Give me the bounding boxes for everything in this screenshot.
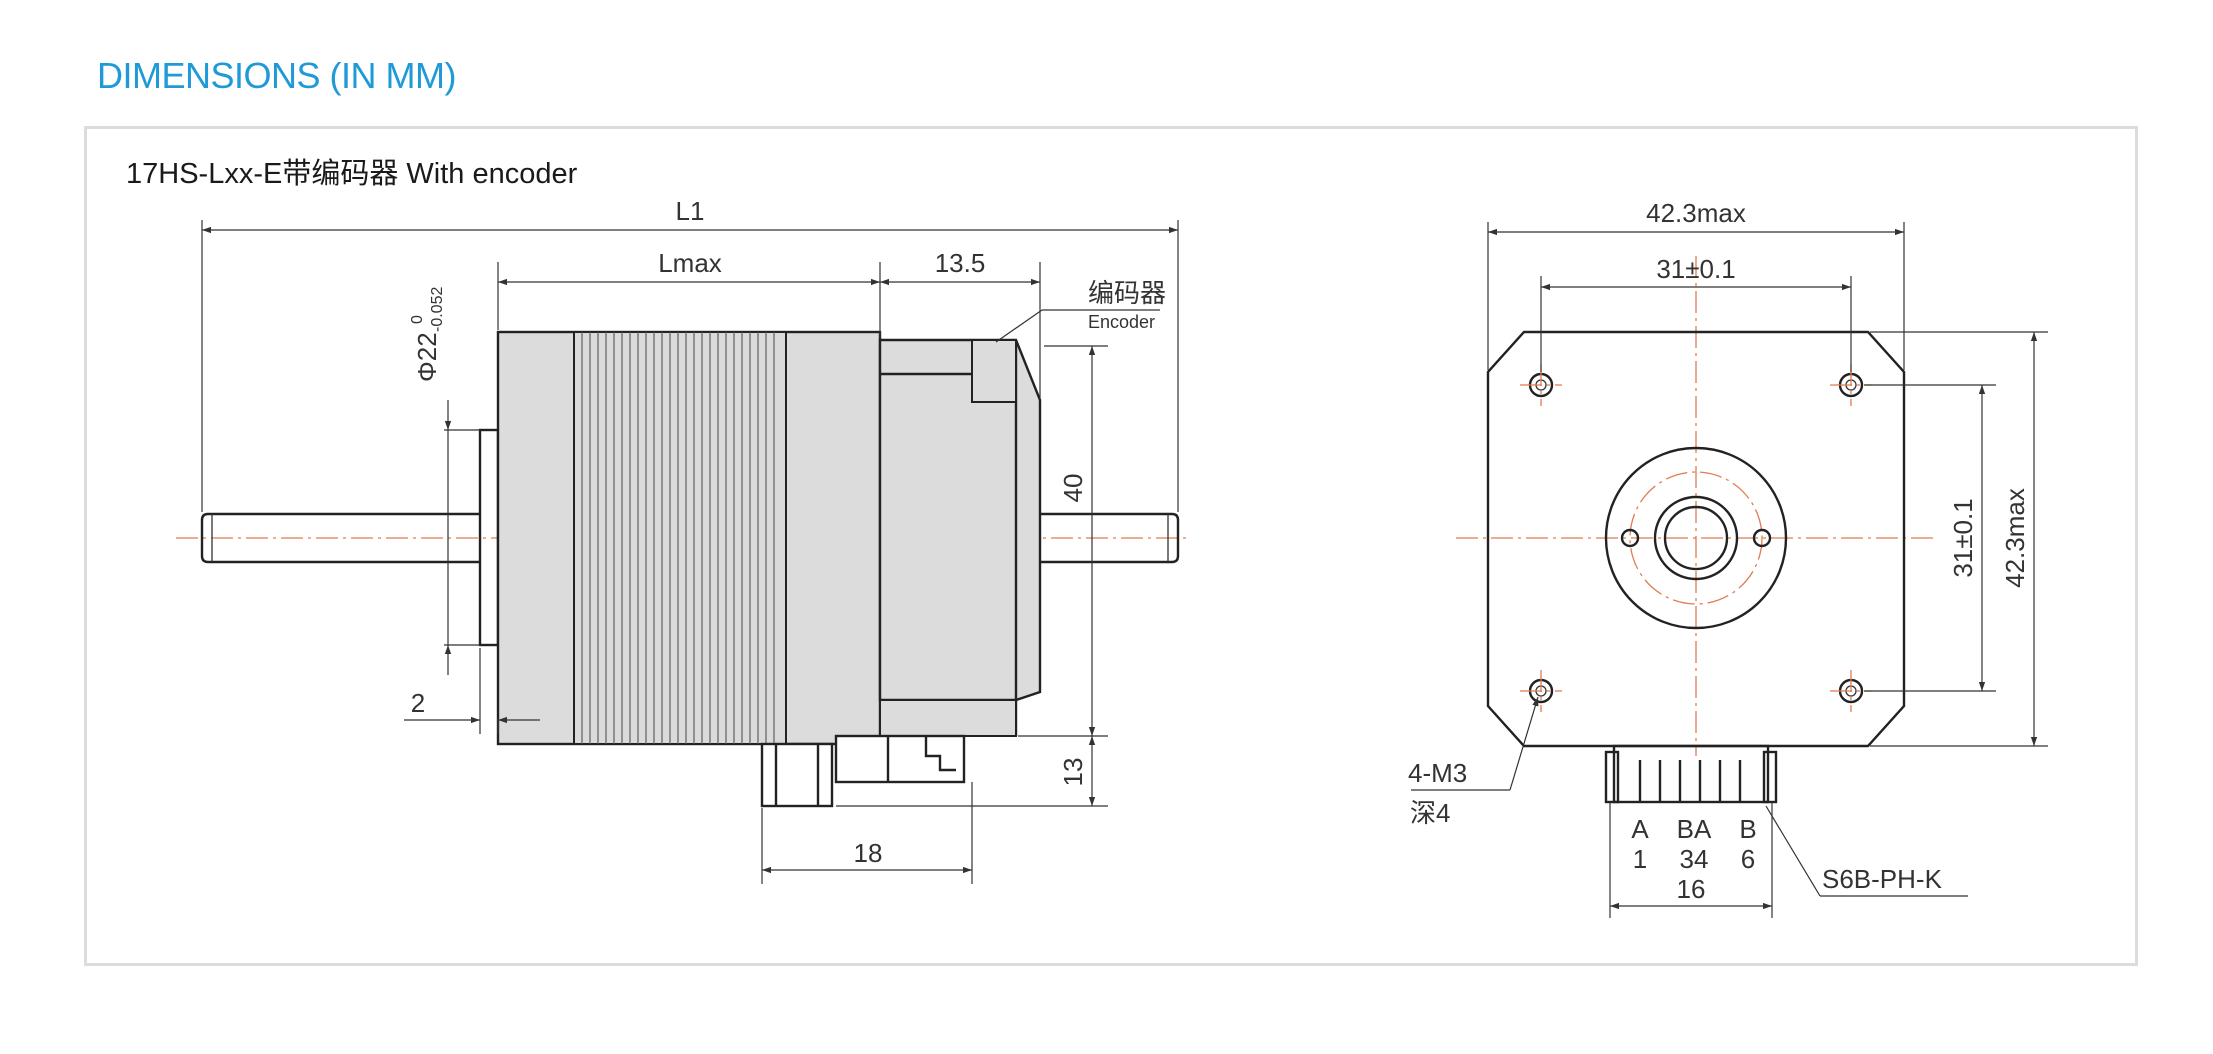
dim-overall-height: 42.3max — [2000, 488, 2030, 588]
encoder-lower-band — [879, 699, 1017, 737]
dim-L1: L1 — [676, 196, 705, 226]
pin-number-34: 34 — [1680, 844, 1709, 874]
boss-hole-right — [1752, 528, 1772, 548]
dim-front-connector-width: 16 — [1677, 874, 1706, 904]
dim-boss-dia: Φ22 — [412, 332, 442, 382]
front-bearing — [1653, 495, 1739, 581]
encoder-connector — [834, 734, 966, 784]
front-shaft-end — [1663, 505, 1729, 571]
dim-body-height: 40 — [1058, 474, 1088, 503]
hole-spec: 4-M3 — [1408, 758, 1467, 788]
dim-hole-spacing-v: 31±0.1 — [1948, 498, 1978, 577]
dim-connector-height: 13 — [1058, 758, 1088, 787]
hole-depth: 深4 — [1410, 798, 1450, 828]
body-fin-section — [573, 331, 787, 745]
dim-boss-tol-upper: 0 — [409, 315, 426, 324]
pin-letter-a: A — [1631, 814, 1649, 844]
model-label: 17HS-Lxx-E带编码器 With encoder — [126, 158, 578, 190]
rear-shaft — [200, 512, 480, 564]
dim-Lmax: Lmax — [658, 248, 722, 278]
connector-model-leader — [1765, 805, 1821, 897]
encoder-cap — [971, 339, 1017, 403]
dim-connector-width: 18 — [854, 838, 883, 868]
dim-boss-tol-lower: -0.052 — [429, 287, 446, 332]
diagram-panel — [84, 126, 2138, 966]
front-boss-pcd — [1629, 471, 1763, 605]
pin-number-1: 1 — [1633, 844, 1647, 874]
front-boss-outer — [1604, 446, 1788, 630]
front-view: 42.3max 31±0.1 31±0.1 42.3max 4-M3 深4 A … — [1408, 198, 2048, 918]
pin-letter-b: B — [1739, 814, 1756, 844]
body-fins — [581, 332, 775, 744]
boss-hole-left — [1620, 528, 1640, 548]
encoder-label-cn: 编码器 — [1088, 278, 1166, 308]
dim-overall-width: 42.3max — [1646, 198, 1746, 228]
motor-connector — [760, 742, 834, 808]
front-shaft — [1040, 512, 1180, 564]
side-view: L1 Lmax 13.5 编码器 Encoder Φ22 0 -0.052 2 — [176, 196, 1188, 884]
pin-number-6: 6 — [1741, 844, 1755, 874]
front-connector — [1604, 744, 1778, 804]
dim-boss-dia-group: Φ22 0 -0.052 — [409, 287, 446, 382]
dim-boss-height: 2 — [411, 688, 425, 718]
page-title: DIMENSIONS (IN MM) — [97, 55, 456, 96]
pin-letter-ba: BA — [1677, 814, 1712, 844]
dim-hole-spacing-h: 31±0.1 — [1656, 254, 1735, 284]
front-flange — [1486, 330, 1906, 748]
encoder-leader — [995, 309, 1043, 343]
dim-encoder-length: 13.5 — [935, 248, 986, 278]
encoder-label-en: Encoder — [1088, 312, 1155, 332]
connector-model: S6B-PH-K — [1822, 864, 1943, 894]
